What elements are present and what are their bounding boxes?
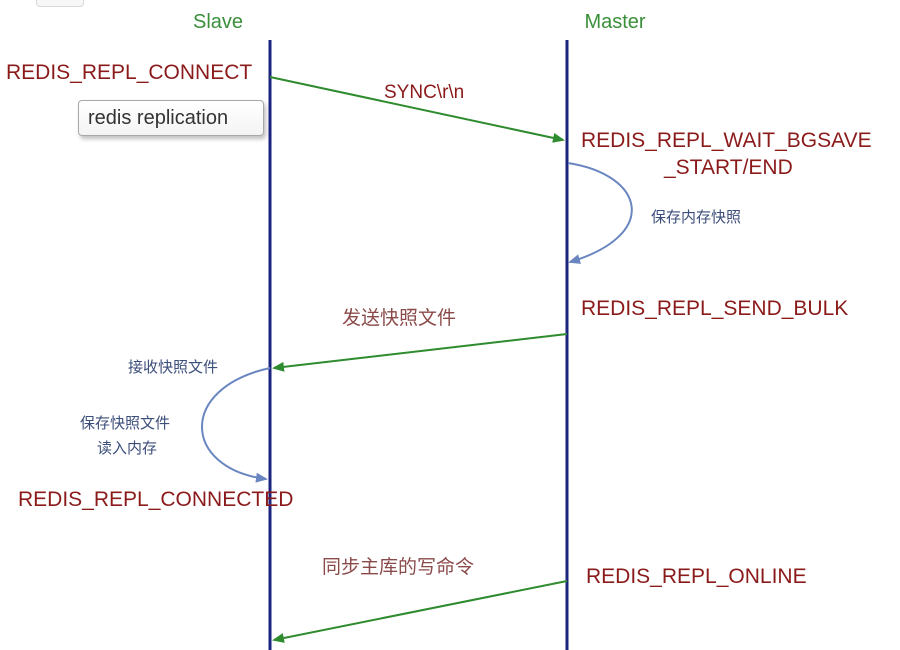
tooltip: redis replication [78,100,264,136]
state-wait-bgsave-line1: REDIS_REPL_WAIT_BGSAVE [581,129,872,152]
state-repl-connect: REDIS_REPL_CONNECT [6,61,252,84]
save-load-annotation-line1: 保存快照文件 [80,414,170,432]
window-corner-tab [36,0,84,7]
master-lane-title: Master [584,11,645,33]
send-snapshot-label: 发送快照文件 [342,307,456,329]
tooltip-text: redis replication [88,107,229,129]
save-snapshot-annotation: 保存内存快照 [651,208,741,226]
save-load-annotation-line2: 读入内存 [97,439,157,457]
sync-writes-label: 同步主库的写命令 [322,556,474,578]
state-wait-bgsave-line2: _START/END [663,156,793,179]
send-snapshot-arrow [272,333,568,372]
sync-message-label: SYNC\r\n [384,82,464,103]
slave-lane-title: Slave [193,11,243,33]
sync-arrow [269,76,565,143]
save-snapshot-curve [567,162,633,264]
receive-snapshot-annotation: 接收快照文件 [128,358,218,376]
state-send-bulk: REDIS_REPL_SEND_BULK [581,297,848,320]
state-repl-connected: REDIS_REPL_CONNECTED [18,488,293,511]
state-repl-online: REDIS_REPL_ONLINE [586,565,807,588]
load-snapshot-curve [201,367,271,483]
sync-writes-arrow [272,580,568,643]
